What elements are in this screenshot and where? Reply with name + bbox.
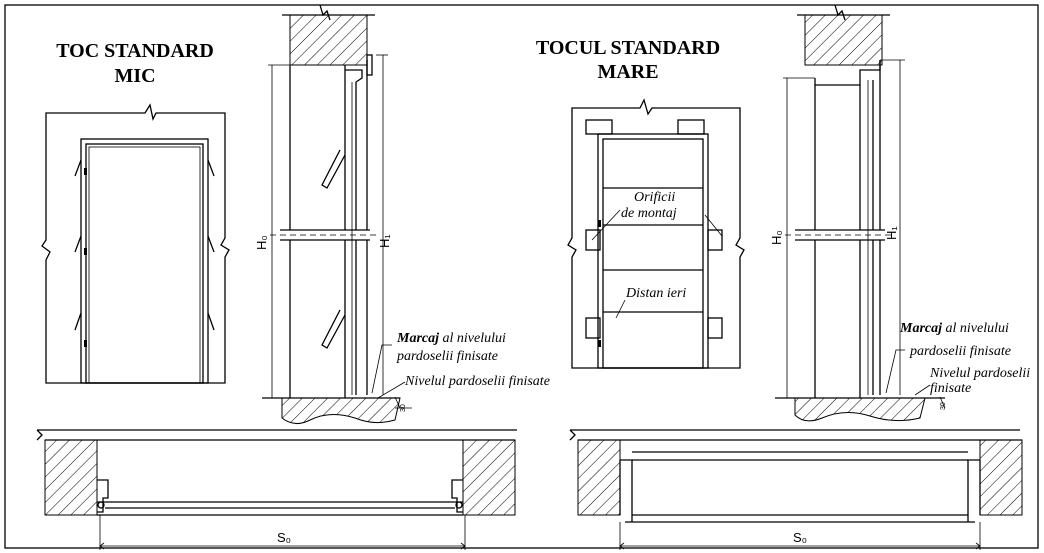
right-nivel-line1: Nivelul pardoselii bbox=[929, 366, 1030, 381]
right-dim-30: 30 bbox=[940, 402, 947, 410]
left-dim-h1: H₁ bbox=[377, 234, 392, 248]
left-front-view bbox=[41, 103, 230, 384]
left-section: TOC STANDARD MIC bbox=[36, 4, 550, 550]
page-frame bbox=[4, 4, 1039, 549]
left-dim-30: 30 bbox=[400, 404, 407, 412]
right-section: TOCUL STANDARD MARE Orificii de montaj D… bbox=[536, 4, 1030, 550]
right-plan-view: S₀ bbox=[569, 429, 1023, 550]
right-nivel-line2: finisate bbox=[930, 381, 971, 396]
right-dim-s0: S₀ bbox=[793, 530, 807, 545]
right-title-line1: TOCUL STANDARD bbox=[536, 37, 720, 59]
right-title-line2: MARE bbox=[597, 61, 658, 83]
right-section-view: H₀ H₁ 30 bbox=[769, 4, 947, 422]
left-title-line1: TOC STANDARD bbox=[56, 40, 214, 62]
left-marcaj-line2: pardoselii finisate bbox=[396, 349, 498, 364]
left-section-view: H₀ H₁ 30 bbox=[254, 4, 412, 424]
right-marcaj-line1: Marcaj al nivelului bbox=[899, 321, 1009, 336]
right-orificii-line2: de montaj bbox=[621, 206, 677, 221]
left-marcaj-line1: Marcaj al nivelului bbox=[396, 331, 506, 346]
right-marcaj-line2: pardoselii finisate bbox=[909, 344, 1011, 359]
left-title-line2: MIC bbox=[114, 65, 155, 87]
left-dim-h0: H₀ bbox=[254, 235, 269, 250]
right-orificii-line1: Orificii bbox=[634, 190, 675, 205]
right-front-view bbox=[567, 98, 745, 369]
left-nivel-label: Nivelul pardoselii finisate bbox=[404, 374, 550, 389]
right-distantieri-label: Distan ieri bbox=[625, 286, 686, 301]
right-dim-h0: H₀ bbox=[769, 230, 784, 245]
left-dim-s0: S₀ bbox=[277, 530, 291, 545]
left-plan-view: S₀ bbox=[36, 429, 517, 550]
right-dim-h1: H₁ bbox=[884, 226, 899, 240]
